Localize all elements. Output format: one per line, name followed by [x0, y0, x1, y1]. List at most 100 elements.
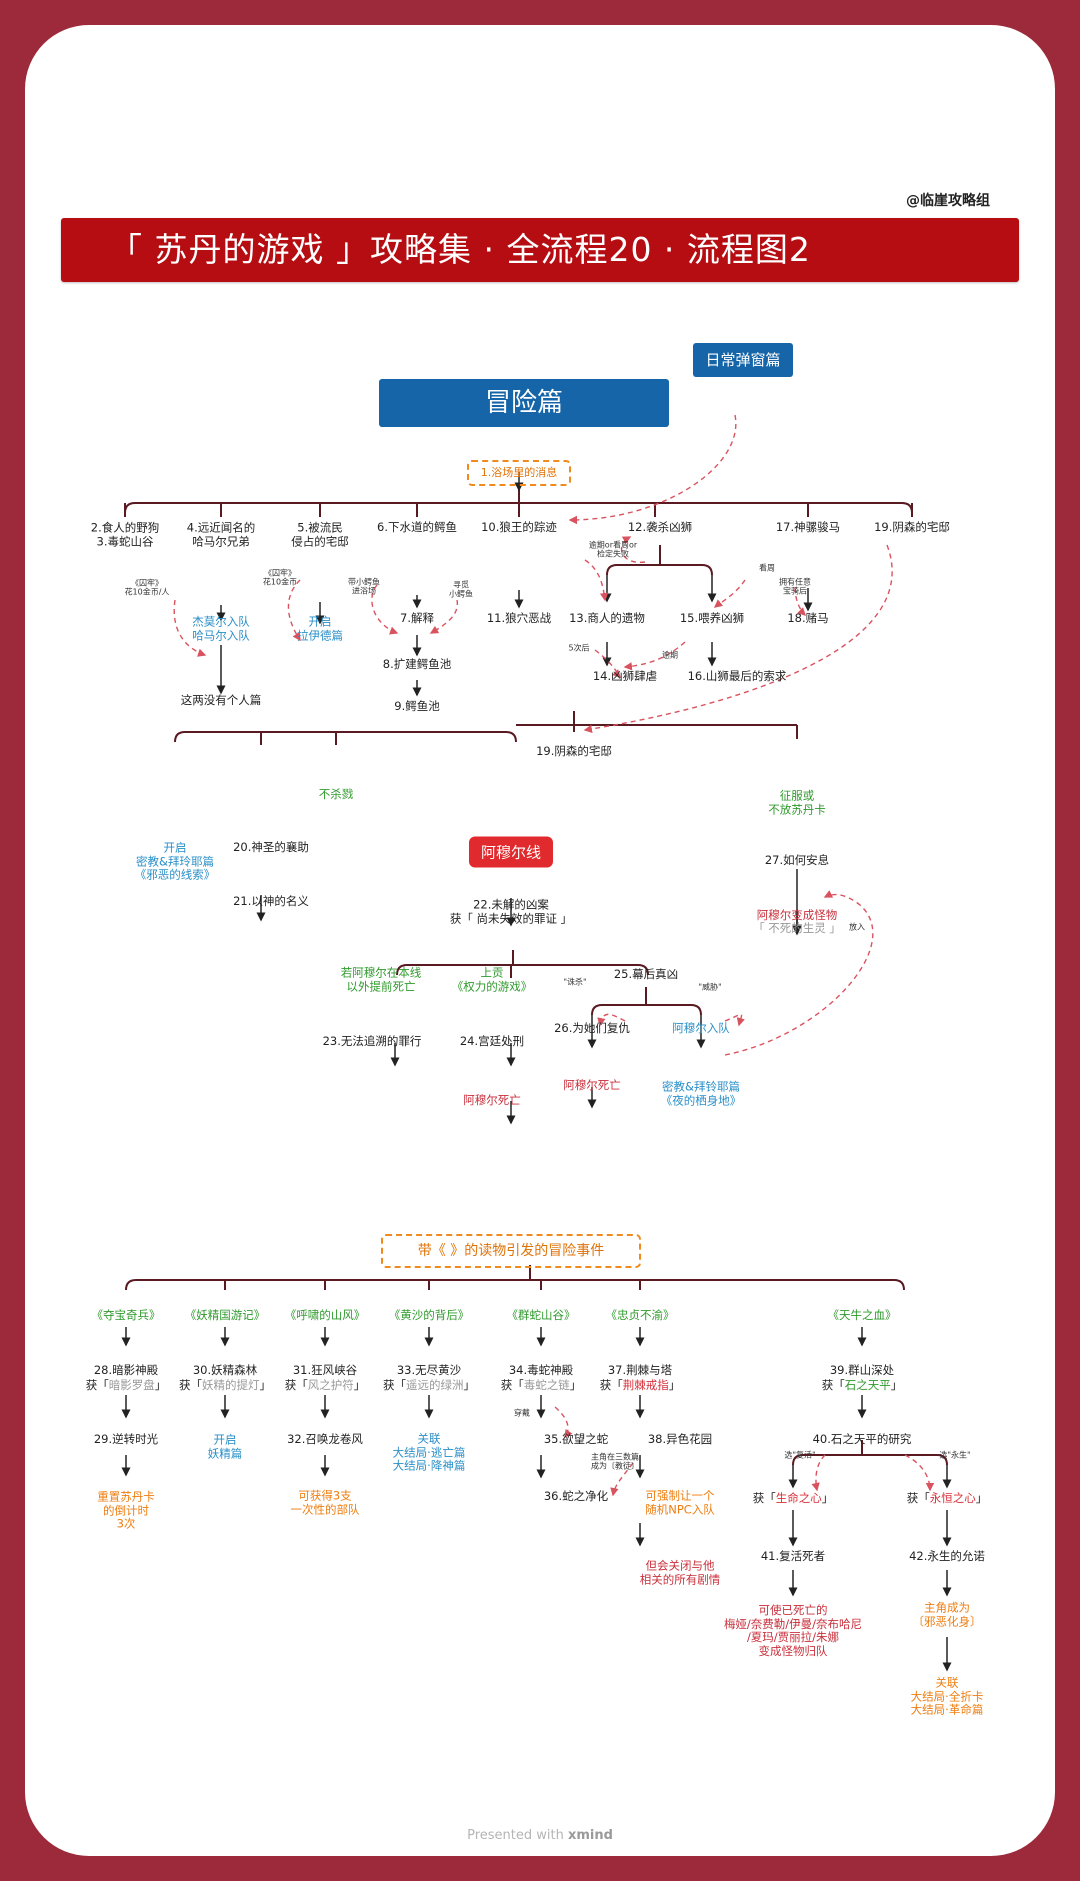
- node-amour-joins: 阿穆尔入队: [672, 1021, 730, 1036]
- node-open-sect: 开启 密教&拜玲耶篇 《邪恶的线索》: [134, 840, 216, 882]
- node-33-item: 获「遥远的绿洲」: [383, 1378, 475, 1393]
- node-4: 4.远近闻名的 哈马尔兄弟: [186, 520, 256, 548]
- node-daily-popup: 日常弹窗篇: [693, 343, 793, 377]
- node-5a: 开启 拉伊德篇: [297, 614, 343, 642]
- xmind-brand: xmind: [567, 1828, 613, 1843]
- note-13: 5次后: [568, 643, 590, 653]
- node-death-1: 阿穆尔死亡: [463, 1093, 521, 1108]
- node-34: 34.毒蛇神殿: [508, 1363, 574, 1378]
- node-4b: 这两没有个人篇: [180, 693, 262, 708]
- node-16: 16.山狮最后的索求: [687, 669, 787, 684]
- author-tag: @临崖攻略组: [906, 193, 990, 209]
- node-42: 42.永生的允诺: [909, 1549, 985, 1564]
- book-6: 《忠贞不渝》: [605, 1308, 675, 1323]
- node-42a: 主角成为 〔邪恶化身〕: [912, 1600, 982, 1628]
- node-25: 25.幕后真凶: [613, 967, 679, 982]
- node-30-item: 获「妖精的提灯」: [179, 1378, 271, 1393]
- node-19b: 19.阴森的宅邸: [536, 744, 612, 759]
- note-putin: 放入: [849, 922, 865, 932]
- note-15: 逾期: [662, 650, 678, 660]
- node-life-heart: 获「生命之心」: [752, 1491, 834, 1506]
- node-27b: 「 不死的生灵 」: [753, 921, 841, 936]
- book-3: 《呼啸的山风》: [284, 1308, 366, 1323]
- tree-branches: [124, 489, 948, 1466]
- branch-conquer: 征服或 不放苏丹卡: [768, 788, 826, 816]
- node-33: 33.无尽黄沙: [396, 1363, 462, 1378]
- node-42b: 关联 大结局·全折卡 大结局·革命篇: [910, 1675, 984, 1717]
- note-5: 《囚牢》 花10金币: [262, 568, 298, 587]
- node-4a: 杰莫尔入队 哈马尔入队: [192, 614, 250, 642]
- node-21: 21.以神的名义: [233, 894, 309, 909]
- footer-presented: Presented with xmind: [467, 1828, 613, 1843]
- node-13: 13.商人的遗物: [569, 611, 645, 626]
- node-17: 17.神骡骏马: [775, 520, 841, 535]
- page-title: 「 苏丹的游戏 」攻略集 · 全流程20 · 流程图2: [61, 218, 1019, 282]
- node-39-item: 获「石之天平」: [821, 1378, 903, 1393]
- node-34-item: 获「毒蛇之链」: [500, 1378, 582, 1393]
- note-6b: 寻觅 小鳄鱼: [449, 580, 473, 599]
- note-35: 主角在三数篇 成为〔教徒〕: [591, 1452, 639, 1471]
- node-36: 36.蛇之净化: [543, 1489, 609, 1504]
- connector-layer: [121, 414, 952, 1672]
- node-39: 39.群山深处: [829, 1363, 895, 1378]
- node-38: 38.异色花园: [647, 1432, 713, 1447]
- node-6: 6.下水道的鳄鱼: [377, 520, 457, 535]
- node-19a: 19.阴森的宅邸: [874, 520, 950, 535]
- book-2: 《妖精国游记》: [184, 1308, 266, 1323]
- node-eternal-heart: 获「永恒之心」: [906, 1491, 988, 1506]
- node-33a: 关联 大结局·逃亡篇 大结局·降神篇: [392, 1431, 466, 1473]
- node-11: 11.狼穴恶战: [486, 611, 552, 626]
- node-9: 9.鳄鱼池: [394, 699, 440, 714]
- node-30a: 开启 妖精篇: [207, 1432, 243, 1460]
- node-23: 23.无法追溯的罪行: [322, 1034, 422, 1049]
- node-41a: 可使已死亡的 梅娅/奈费勒/伊曼/奈布哈尼 /夏玛/贾丽拉/朱娜 变成怪物归队: [723, 1602, 863, 1658]
- node-28-item: 获「暗影罗盘」: [85, 1378, 167, 1393]
- book-1: 《夺宝奇兵》: [91, 1308, 161, 1323]
- node-31: 31.狂风峡谷: [292, 1363, 358, 1378]
- node-32: 32.召唤龙卷风: [287, 1432, 363, 1447]
- node-12: 12.袭杀凶狮: [627, 520, 693, 535]
- note-12b: 看周: [759, 563, 775, 573]
- vertical-arrows: [121, 472, 952, 1672]
- note-4: 《囚牢》 花10金币/人: [124, 578, 170, 597]
- note-eternal: 选"永生": [939, 1450, 971, 1460]
- node-7: 7.解释: [400, 611, 434, 626]
- note-threat: "威胁": [698, 982, 722, 992]
- node-35: 35.欲望之蛇: [543, 1432, 609, 1447]
- book-5: 《群蛇山谷》: [506, 1308, 576, 1323]
- node-books-root: 带《 》的读物引发的冒险事件: [381, 1234, 641, 1268]
- node-death-2: 阿穆尔死亡: [563, 1078, 621, 1093]
- node-38a: 可强制让一个 随机NPC入队: [645, 1488, 715, 1516]
- node-10: 10.狼王的踪迹: [481, 520, 557, 535]
- node-41: 41.复活死者: [760, 1549, 826, 1564]
- canvas-card: @临崖攻略组 「 苏丹的游戏 」攻略集 · 全流程20 · 流程图2 冒险篇 日…: [25, 25, 1055, 1856]
- node-37: 37.荆棘与塔: [607, 1363, 673, 1378]
- node-2-3: 2.食人的野狗 3.毒蛇山谷: [90, 520, 160, 548]
- node-32a: 可获得3支 一次性的部队: [290, 1488, 360, 1516]
- node-40: 40.石之天平的研究: [812, 1432, 912, 1447]
- note-wear: 穿戴: [514, 1408, 530, 1418]
- node-24: 24.宫廷处刑: [459, 1034, 525, 1049]
- node-22: 22.未解的凶案 获「 尚未失效的罪证 」: [449, 897, 573, 925]
- node-1: 1.浴场里的消息: [467, 460, 571, 486]
- node-38b: 但会关闭与他 相关的所有剧情: [639, 1558, 721, 1586]
- node-amour-line: 阿穆尔线: [470, 838, 552, 866]
- node-dead-early: 若阿穆尔在本线 以外提前死亡: [340, 965, 422, 993]
- note-17: 拥有任意 宝骑后: [779, 577, 811, 596]
- book-7: 《天牛之血》: [827, 1308, 897, 1323]
- node-14: 14.凶狮肆虐: [592, 669, 658, 684]
- node-tribute: 上贡 《权力的游戏》: [451, 965, 533, 993]
- node-sect-night: 密教&拜铃耶篇 《夜的栖身地》: [660, 1079, 742, 1107]
- book-4: 《黄沙的背后》: [388, 1308, 470, 1323]
- note-kill: "诛杀": [563, 977, 587, 987]
- node-31-item: 获「风之护符」: [284, 1378, 366, 1393]
- node-18: 18.赌马: [787, 611, 829, 626]
- node-26: 26.为她们复仇: [554, 1021, 630, 1036]
- node-20: 20.神圣的襄助: [233, 840, 309, 855]
- note-6a: 带小鳄鱼 进浴场: [348, 577, 380, 596]
- note-12a: 逾期or看周or 检定失败: [588, 540, 638, 559]
- node-27: 27.如何安息: [764, 853, 830, 868]
- node-29a: 重置苏丹卡 的倒计时 3次: [97, 1489, 155, 1531]
- node-8: 8.扩建鳄鱼池: [382, 657, 452, 672]
- node-15: 15.喂养凶狮: [679, 611, 745, 626]
